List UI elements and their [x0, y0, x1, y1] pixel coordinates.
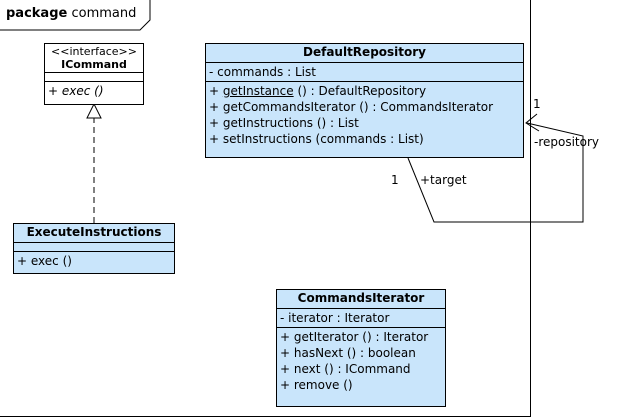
package-frame: [0, 0, 531, 417]
default-repository-op-get-instance: + getInstance () : DefaultRepository: [209, 84, 427, 98]
default-repository-op-set-instructions: + setInstructions (commands : List): [209, 132, 424, 146]
commands-iterator-op-get-iterator: + getIterator () : Iterator: [280, 330, 429, 344]
target-multiplicity-label: 1: [391, 173, 399, 187]
class-execute-instructions[interactable]: ExecuteInstructions + exec (): [13, 223, 175, 274]
self-association-arrowhead: [525, 113, 540, 132]
icommand-op-exec: + exec (): [48, 84, 104, 98]
self-association-line: [407, 122, 584, 223]
commands-iterator-name: CommandsIterator: [277, 290, 445, 309]
default-repository-name: DefaultRepository: [206, 44, 523, 63]
class-commands-iterator[interactable]: CommandsIterator - iterator : Iterator +…: [276, 289, 446, 407]
class-icommand[interactable]: <<interface>> ICommand + exec (): [44, 43, 144, 105]
target-role-label: +target: [420, 173, 467, 187]
self-role-label: -repository: [534, 135, 600, 149]
commands-iterator-attributes: - iterator : Iterator: [277, 309, 445, 328]
package-keyword: package: [6, 6, 68, 21]
icommand-stereotype: <<interface>>: [51, 45, 137, 58]
default-repository-op-get-instructions: + getInstructions () : List: [209, 116, 359, 130]
execute-instructions-operations: + exec (): [14, 252, 174, 270]
commands-iterator-attr-iterator: - iterator : Iterator: [280, 311, 390, 325]
commands-iterator-op-has-next: + hasNext () : boolean: [280, 346, 416, 360]
commands-iterator-op-next: + next () : ICommand: [280, 362, 411, 376]
default-repository-operations: + getInstance () : DefaultRepository + g…: [206, 82, 523, 148]
commands-iterator-op-remove: + remove (): [280, 378, 353, 392]
icommand-name: ICommand: [61, 58, 127, 71]
commands-iterator-operations: + getIterator () : Iterator + hasNext ()…: [277, 328, 445, 394]
class-default-repository[interactable]: DefaultRepository - commands : List + ge…: [205, 43, 524, 158]
realization-arrowhead: [86, 102, 102, 119]
package-tab-outline: [0, 0, 151, 31]
icommand-operations: + exec (): [45, 82, 143, 100]
default-repository-attr-commands: - commands : List: [209, 65, 316, 79]
execute-instructions-op-exec: + exec (): [17, 254, 72, 268]
execute-instructions-name: ExecuteInstructions: [14, 224, 174, 243]
package-label: package command: [6, 6, 136, 21]
package-name: command: [71, 6, 137, 21]
icommand-attributes: [45, 73, 143, 82]
execute-instructions-attributes: [14, 243, 174, 252]
self-multiplicity-label: 1: [533, 97, 541, 111]
default-repository-attributes: - commands : List: [206, 63, 523, 82]
default-repository-op-get-commands-iterator: + getCommandsIterator () : CommandsItera…: [209, 100, 494, 114]
